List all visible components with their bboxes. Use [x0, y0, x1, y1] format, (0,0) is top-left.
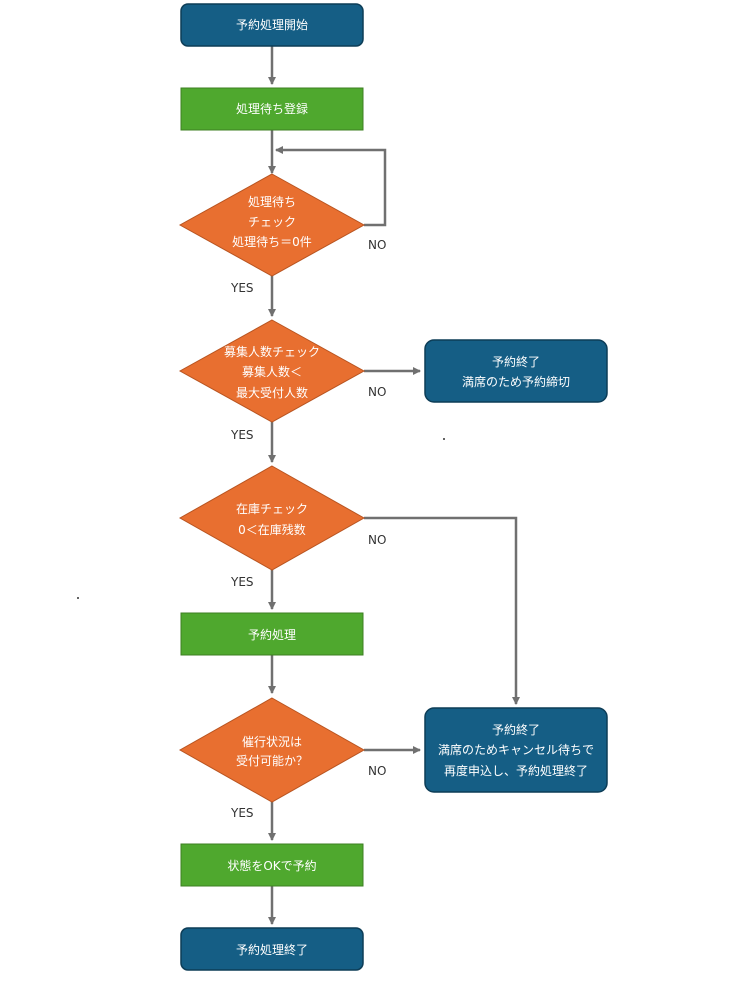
stray-dot: [77, 597, 79, 599]
node-set-ok: 状態をOKで予約: [180, 843, 364, 887]
connectors: [268, 46, 520, 925]
node-check-status: 催行状況は 受付可能か？: [178, 697, 366, 803]
decision-shape: [178, 697, 366, 803]
node-register-wait-label: 処理待ち登録: [236, 101, 308, 116]
stray-dot: [443, 438, 445, 440]
connector-stock-no-to-end-cancel: [364, 516, 520, 705]
node-end-full: 予約終了 満席のため予約締切: [424, 339, 608, 403]
process-shape: [180, 87, 364, 131]
label-no-status: NO: [368, 764, 386, 778]
process-shape: [180, 843, 364, 887]
node-check-waiting-line2: チェック: [248, 215, 296, 229]
node-end-cancel-wait-line2: 満席のためキャンセル待ちで: [438, 742, 594, 757]
node-check-stock-line1: 在庫チェック: [236, 502, 308, 516]
node-check-waiting-line1: 処理待ち: [248, 195, 296, 209]
terminal-shape: [180, 3, 364, 47]
node-check-status-line1: 催行状況は: [242, 734, 302, 749]
node-end: 予約処理終了: [180, 927, 364, 971]
node-end-cancel-wait: 予約終了 満席のためキャンセル待ちで 再度申込し、予約処理終了: [424, 707, 608, 793]
label-no-capacity: NO: [368, 385, 386, 399]
node-check-stock: 在庫チェック 0＜在庫残数: [178, 465, 366, 571]
decision-shape: [178, 465, 366, 571]
node-check-capacity-line3: 最大受付人数: [236, 385, 308, 400]
label-yes-capacity: YES: [230, 428, 254, 442]
node-set-ok-label: 状態をOKで予約: [227, 858, 316, 873]
terminal-shape: [424, 707, 608, 793]
node-start: 予約処理開始: [180, 3, 364, 47]
label-yes-stock: YES: [230, 575, 254, 589]
decision-shape: [178, 173, 366, 277]
node-register-wait: 処理待ち登録: [180, 87, 364, 131]
node-end-cancel-wait-line3: 再度申込し、予約処理終了: [444, 763, 588, 778]
terminal-shape: [180, 927, 364, 971]
node-start-label: 予約処理開始: [236, 17, 308, 32]
label-no-stock: NO: [368, 533, 386, 547]
decision-shape: [178, 319, 366, 423]
node-reserve: 予約処理: [180, 612, 364, 656]
node-check-capacity-line1: 募集人数チェック: [224, 344, 320, 359]
label-yes-waiting: YES: [230, 281, 254, 295]
node-check-capacity: 募集人数チェック 募集人数＜ 最大受付人数: [178, 319, 366, 423]
node-end-cancel-wait-line1: 予約終了: [492, 722, 540, 737]
label-no-waiting: NO: [368, 238, 386, 252]
node-end-full-line2: 満席のため予約締切: [462, 374, 570, 389]
node-reserve-label: 予約処理: [248, 627, 296, 642]
label-yes-status: YES: [230, 806, 254, 820]
terminal-shape: [424, 339, 608, 403]
node-end-label: 予約処理終了: [236, 942, 308, 957]
process-shape: [180, 612, 364, 656]
connector-waiting-no-loop: [275, 146, 387, 227]
node-check-capacity-line2: 募集人数＜: [242, 364, 302, 379]
node-check-stock-line2: 0＜在庫残数: [238, 522, 306, 537]
node-check-waiting: 処理待ち チェック 処理待ち＝0件: [178, 173, 366, 277]
node-check-waiting-line3: 処理待ち＝0件: [232, 235, 312, 249]
node-check-status-line2: 受付可能か？: [236, 754, 308, 768]
node-end-full-line1: 予約終了: [492, 354, 540, 369]
